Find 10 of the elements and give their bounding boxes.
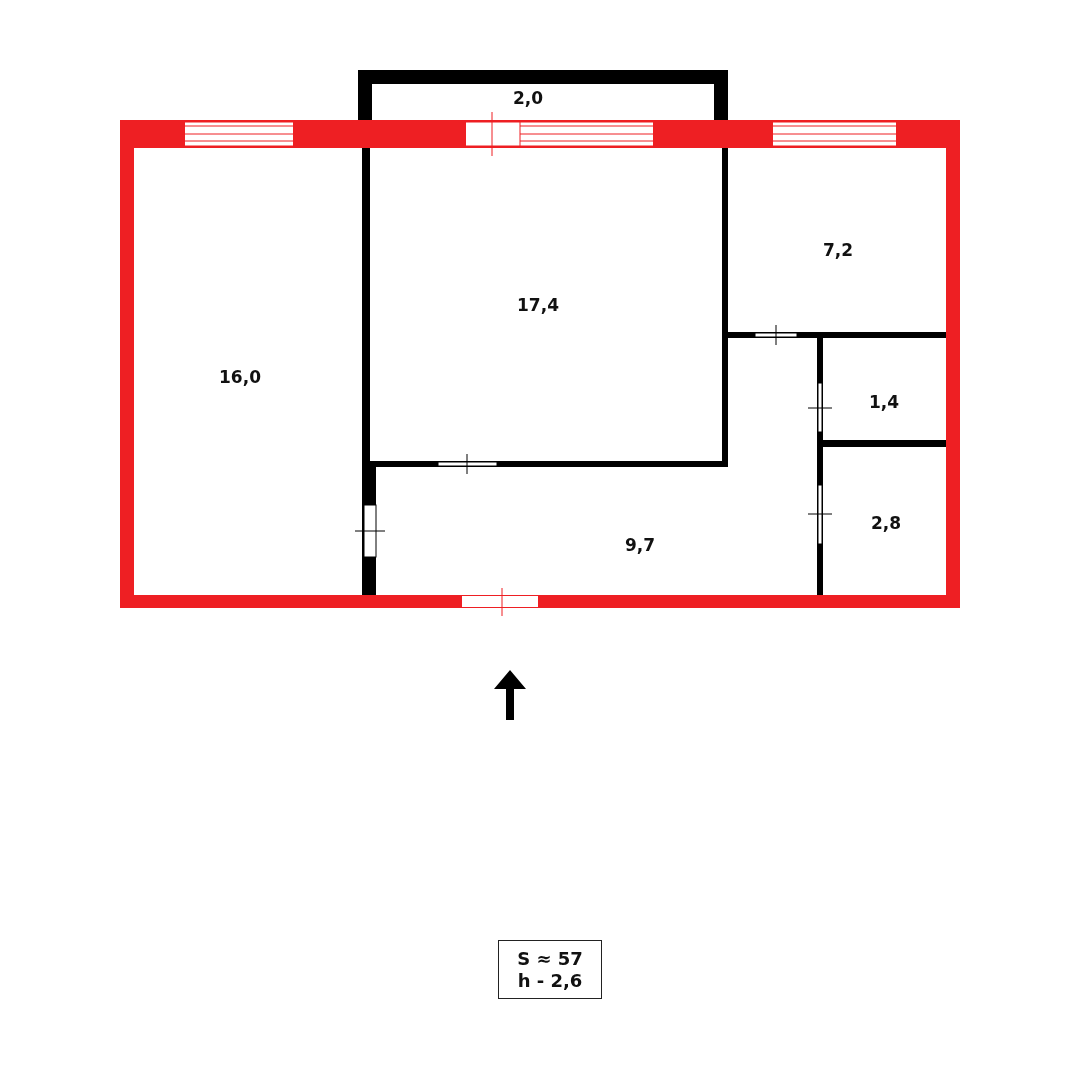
area-label: 1,4 xyxy=(868,392,900,412)
area-label: 2,0 xyxy=(512,88,544,108)
area-label: 17,4 xyxy=(517,295,559,315)
area-label: 7,2 xyxy=(822,240,854,260)
area-label: 9,7 xyxy=(624,535,656,555)
area-label: 16,0 xyxy=(219,367,261,387)
height-text: h - 2,6 xyxy=(517,969,583,992)
info-box xyxy=(498,940,602,999)
area-text: S ≈ 57 xyxy=(517,947,583,970)
area-label: 2,8 xyxy=(870,513,902,533)
